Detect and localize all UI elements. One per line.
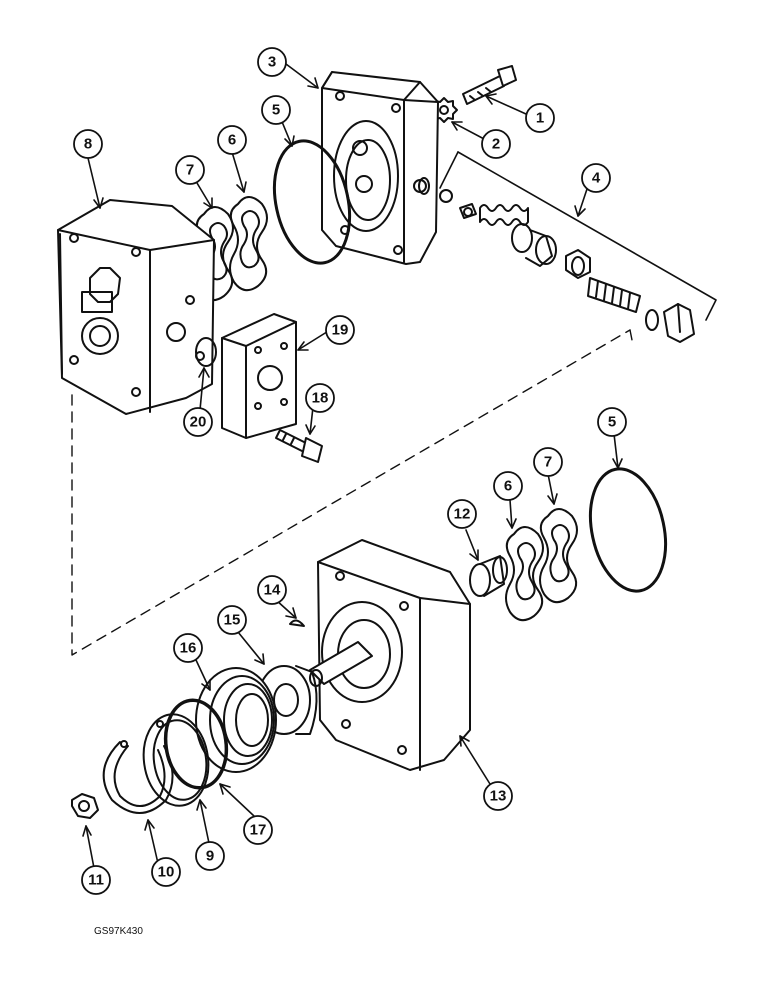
- callout-label: 12: [454, 506, 471, 523]
- callout-label: 17: [250, 822, 267, 839]
- o-ring-part-20: [195, 337, 217, 367]
- callout-label: 4: [592, 170, 601, 187]
- callout-label: 3: [268, 54, 276, 71]
- seal-part-6-upper: [229, 196, 268, 292]
- callout-label: 11: [88, 872, 104, 889]
- callout-label: 14: [264, 582, 281, 599]
- callout-label: 15: [224, 612, 241, 629]
- coupling-part-12: [469, 555, 508, 597]
- callout-label: 16: [180, 640, 197, 657]
- o-ring-part-5-lower: [589, 467, 667, 593]
- callout-label: 10: [158, 864, 175, 881]
- callout-label: 19: [332, 322, 349, 339]
- seal-part-6-lower: [505, 526, 544, 622]
- key-part-14: [289, 619, 305, 627]
- pump-body-part-8: [57, 199, 215, 415]
- callout-label: 6: [228, 132, 236, 149]
- leader-lines: [82, 63, 623, 873]
- callout-labels: 1 2 3 4 5 5 6 6 7 7 8 9 10 11 12 13 14 1…: [84, 54, 616, 889]
- alignment-dashed-lines: [71, 329, 633, 656]
- callout-label: 5: [608, 414, 616, 431]
- callout-label: 13: [490, 788, 507, 805]
- figure-code: GS97K430: [94, 926, 143, 937]
- o-ring-part-5-upper: [273, 139, 351, 265]
- callout-label: 5: [272, 102, 280, 119]
- callout-label: 1: [536, 110, 544, 127]
- adapter-block-part-19: [221, 313, 297, 439]
- callout-label: 9: [206, 848, 214, 865]
- callout-label: 6: [504, 478, 512, 495]
- snap-ring-part-10: [102, 740, 174, 814]
- retaining-ring-part-9: [142, 713, 210, 807]
- cap-screw-part-18: [275, 429, 323, 463]
- callout-label: 7: [186, 162, 194, 179]
- callout-circles: [73, 47, 627, 895]
- nut-part-11: [71, 793, 99, 819]
- bolt-part-1: [462, 65, 517, 105]
- shaft-seal-part-16: [195, 667, 277, 773]
- callout-label: 18: [312, 390, 329, 407]
- callout-label: 2: [492, 136, 500, 153]
- relief-valve-assembly-part-4: [439, 151, 717, 343]
- callout-label: 7: [544, 454, 552, 471]
- callout-label: 8: [84, 136, 92, 153]
- flange-housing-part-13: [309, 539, 471, 771]
- seal-part-7-lower: [539, 508, 578, 604]
- callout-label: 20: [190, 414, 207, 431]
